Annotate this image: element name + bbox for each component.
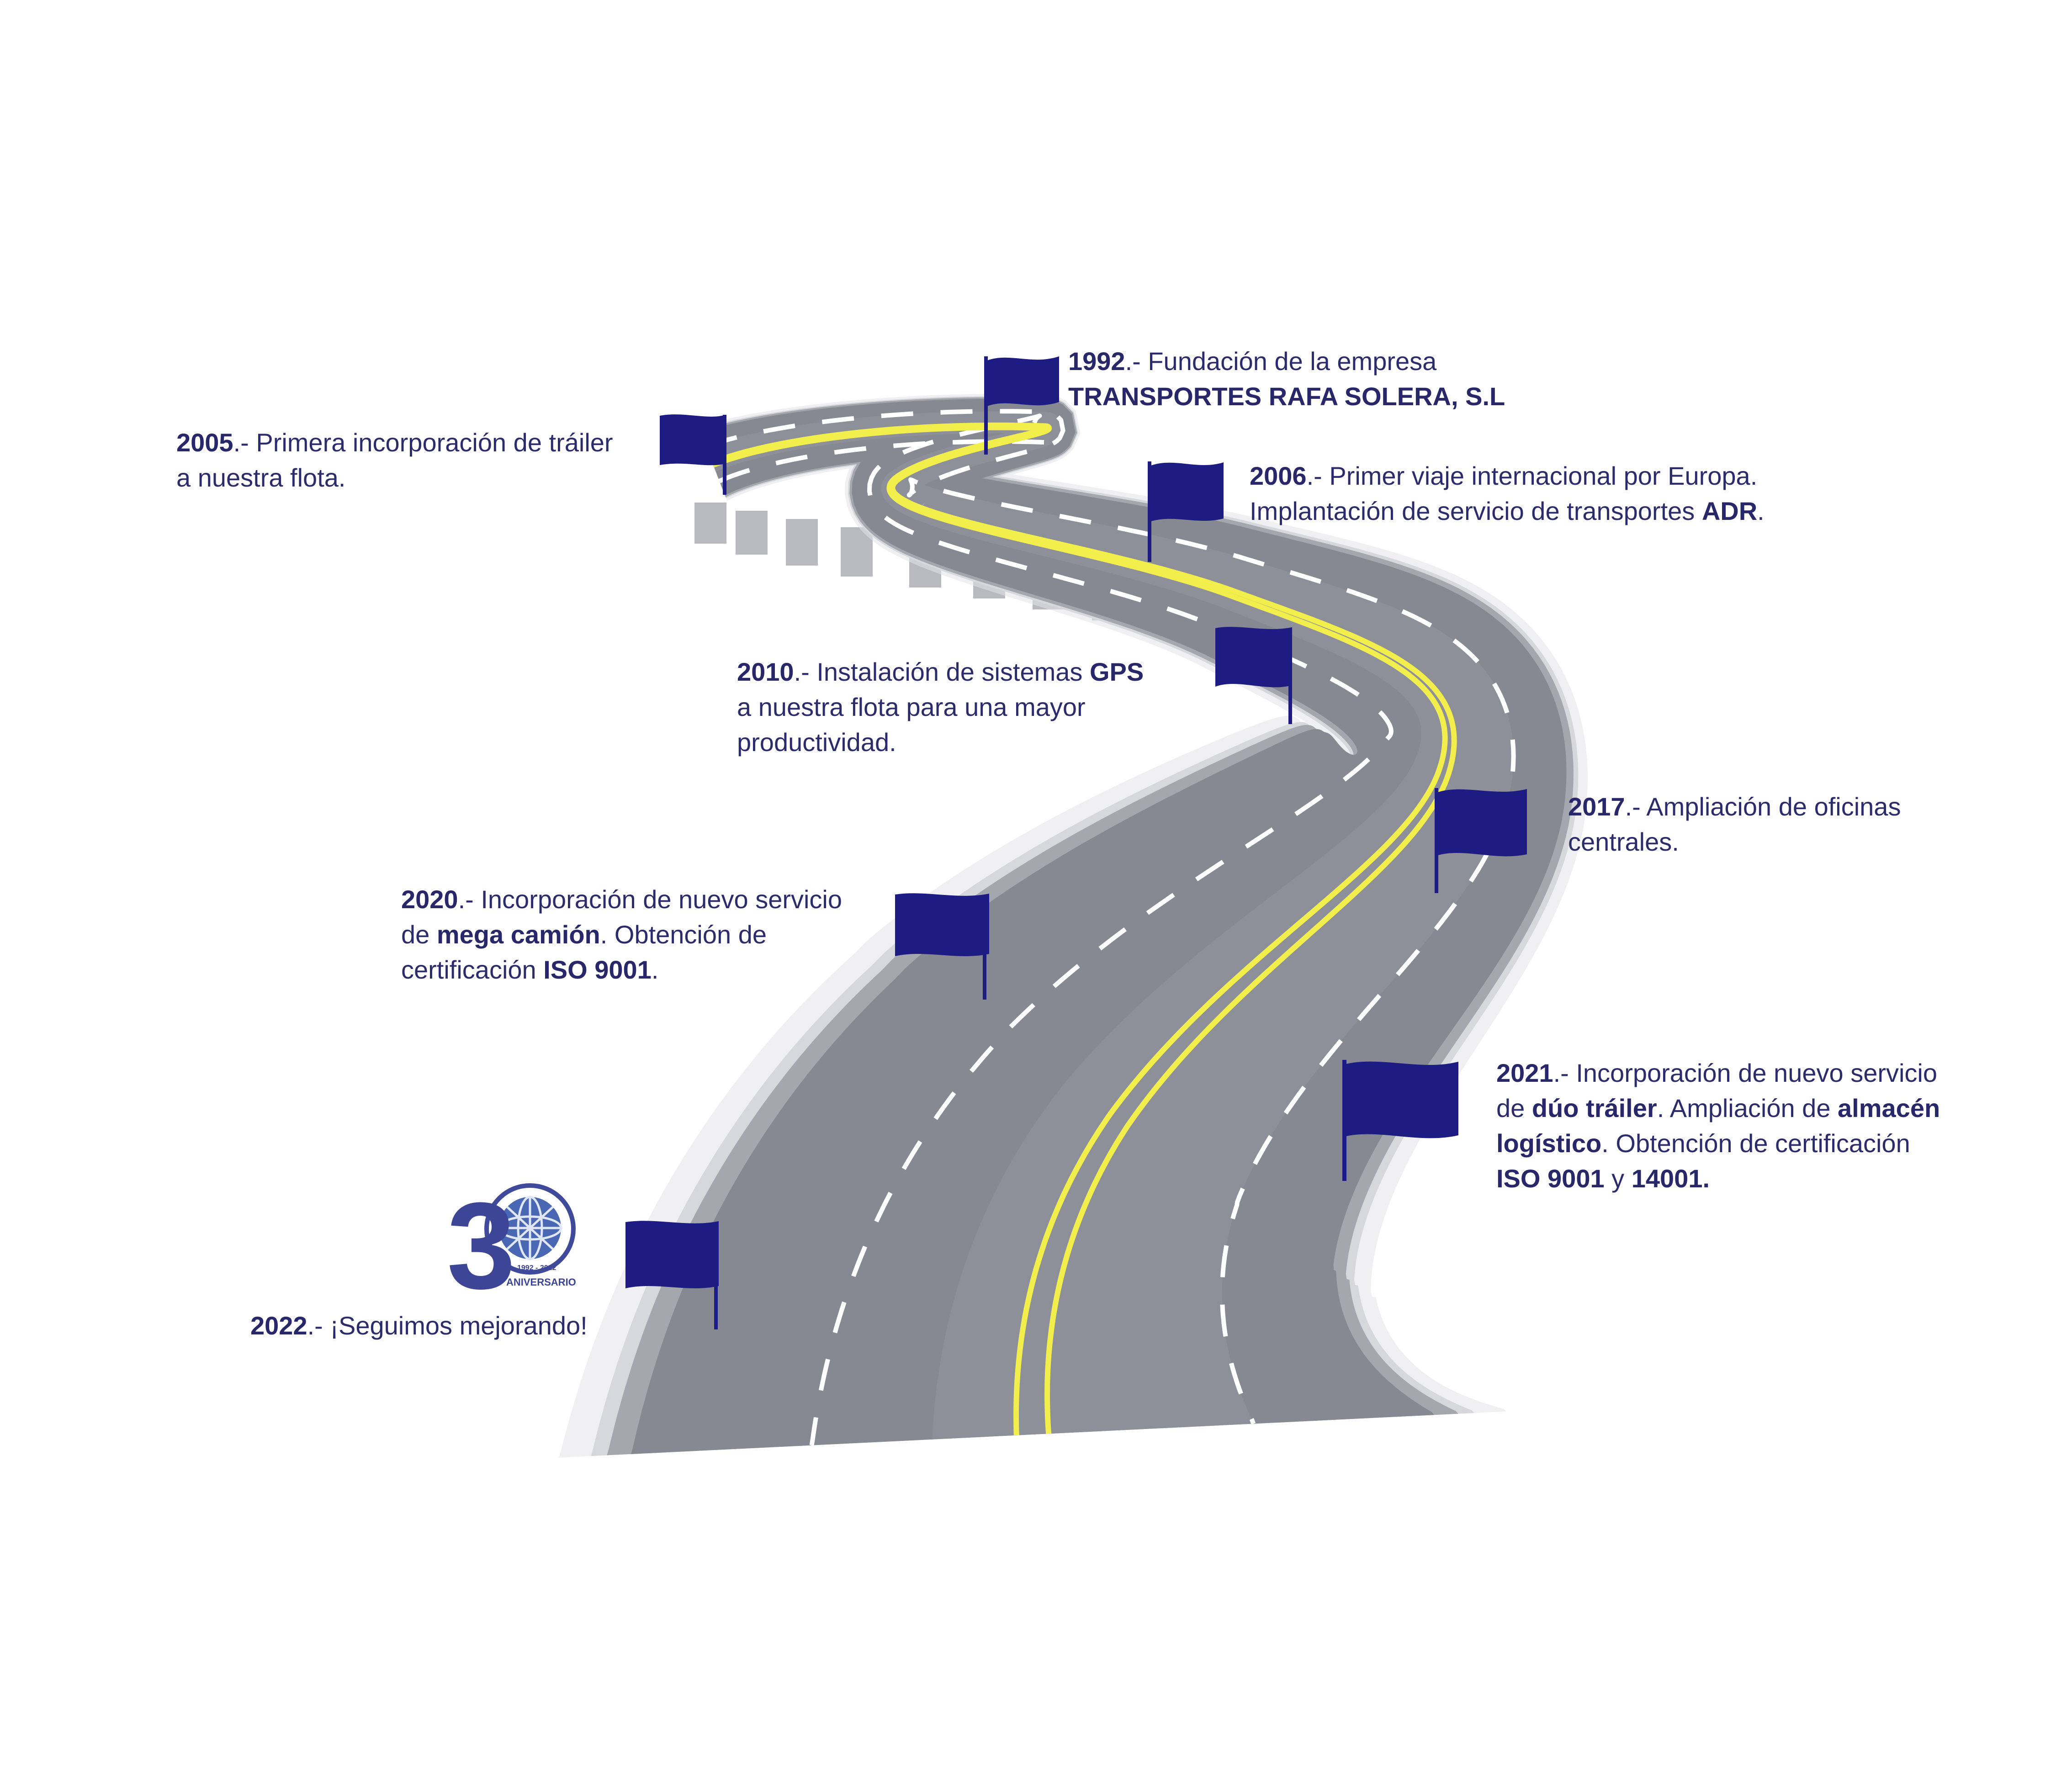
milestone-line: Implantación de servicio de transportes … — [1250, 493, 1765, 529]
milestone-text: . Obtención de certificación — [1601, 1129, 1910, 1158]
milestone-text: . — [651, 955, 659, 984]
milestone-line: 2017.- Ampliación de oficinas — [1568, 789, 1901, 824]
flag-2010 — [1211, 624, 1311, 733]
milestone-text: de — [401, 920, 437, 949]
milestone-line: 2021.- Incorporación de nuevo servicio — [1496, 1055, 1940, 1090]
flag-2006 — [1142, 457, 1243, 566]
flag-2021 — [1338, 1055, 1458, 1181]
milestone-line: 2005.- Primera incorporación de tráiler — [176, 425, 613, 460]
globe-30-anniversary-logo: 3 1992 - 2022 ANIVERSARIO — [439, 1174, 585, 1315]
milestone-text: a nuestra flota. — [176, 463, 346, 492]
milestone-text: .- Fundación de la empresa — [1125, 347, 1437, 376]
milestone-text: certificación — [401, 955, 544, 984]
milestone-highlight: logístico — [1496, 1129, 1602, 1158]
milestone-line: de mega camión. Obtención de — [401, 917, 842, 952]
milestone-highlight: mega camión — [436, 920, 600, 949]
milestone-2006: 2006.- Primer viaje internacional por Eu… — [1250, 458, 1765, 529]
milestone-line: logístico. Obtención de certificación — [1496, 1126, 1940, 1161]
milestone-year: 2022 — [250, 1311, 307, 1340]
milestone-text: .- ¡Seguimos mejorando! — [307, 1311, 588, 1340]
milestone-line: 2022.- ¡Seguimos mejorando! — [250, 1308, 588, 1343]
milestone-highlight: TRANSPORTES RAFA SOLERA, S.L — [1068, 382, 1505, 411]
milestone-highlight: ISO 9001 — [1496, 1164, 1605, 1193]
milestone-year: 2017 — [1568, 792, 1625, 821]
milestone-highlight: GPS — [1089, 657, 1144, 686]
flag-2017 — [1431, 783, 1531, 893]
logo-numeral: 3 — [447, 1177, 515, 1307]
milestone-text: . Obtención de — [600, 920, 767, 949]
flag-2020 — [893, 890, 994, 1000]
milestone-text: centrales. — [1568, 827, 1679, 856]
milestone-line: 2010.- Instalación de sistemas GPS — [737, 654, 1144, 689]
milestone-line: 1992.- Fundación de la empresa — [1068, 344, 1505, 379]
milestone-line: 2020.- Incorporación de nuevo servicio — [401, 882, 842, 917]
lane-dash-left — [705, 409, 1516, 1425]
milestone-highlight: ADR — [1701, 497, 1758, 525]
milestone-text: Implantación de servicio de transportes — [1250, 497, 1702, 525]
milestone-year: 2021 — [1496, 1059, 1553, 1087]
milestone-line: ISO 9001 y 14001. — [1496, 1161, 1940, 1196]
milestone-line: TRANSPORTES RAFA SOLERA, S.L — [1068, 379, 1505, 414]
milestone-line: de dúo tráiler. Ampliación de almacén — [1496, 1090, 1940, 1126]
milestone-highlight: ISO 9001 — [543, 955, 652, 984]
milestone-2022: 2022.- ¡Seguimos mejorando! — [250, 1308, 588, 1343]
milestone-line: productividad. — [737, 725, 1144, 760]
milestone-line: 2006.- Primer viaje internacional por Eu… — [1250, 458, 1765, 493]
milestone-text: .- Instalación de sistemas — [794, 657, 1090, 686]
milestone-text: a nuestra flota para una mayor — [737, 693, 1086, 721]
milestone-text: .- Ampliación de oficinas — [1625, 792, 1901, 821]
center-line-yellow-b — [712, 424, 1448, 1435]
milestone-text: . Ampliación de — [1657, 1094, 1838, 1122]
milestone-year: 2005 — [176, 428, 233, 457]
milestone-text: .- Incorporación de nuevo servicio — [1553, 1059, 1938, 1087]
milestone-year: 1992 — [1068, 347, 1125, 376]
milestone-text: .- Primer viaje internacional por Europa… — [1306, 461, 1758, 490]
logo-label: ANIVERSARIO — [506, 1276, 576, 1288]
milestone-year: 2006 — [1250, 461, 1307, 490]
milestone-text: de — [1496, 1094, 1532, 1122]
milestone-year: 2010 — [737, 657, 794, 686]
milestone-line: a nuestra flota. — [176, 460, 613, 495]
milestone-text: .- Primera incorporación de tráiler — [233, 428, 613, 457]
milestone-text: productividad. — [737, 728, 896, 757]
milestone-text: . — [1757, 497, 1765, 525]
milestone-line: centrales. — [1568, 824, 1901, 859]
road-asphalt — [631, 399, 1567, 1454]
bridge-pillar — [786, 519, 818, 566]
bridge-pillar — [736, 511, 768, 555]
bridge-pillar — [694, 503, 726, 544]
milestone-line: a nuestra flota para una mayor — [737, 689, 1144, 725]
flag-2022 — [624, 1217, 724, 1329]
road-sheen — [706, 411, 1514, 1440]
milestone-2017: 2017.- Ampliación de oficinas centrales. — [1568, 789, 1901, 859]
flag-1992 — [977, 347, 1077, 457]
flag-2005 — [657, 411, 758, 521]
milestone-line: certificación ISO 9001. — [401, 952, 842, 987]
logo-years: 1992 - 2022 — [517, 1264, 556, 1272]
milestone-highlight: dúo tráiler — [1531, 1094, 1657, 1122]
milestone-highlight: almacén — [1838, 1094, 1940, 1122]
milestone-text: y — [1604, 1164, 1632, 1193]
milestone-text: .- Incorporación de nuevo servicio — [458, 885, 843, 914]
milestone-highlight: 14001. — [1631, 1164, 1710, 1193]
milestone-2005: 2005.- Primera incorporación de tráiler a… — [176, 425, 613, 495]
milestone-year: 2020 — [401, 885, 458, 914]
